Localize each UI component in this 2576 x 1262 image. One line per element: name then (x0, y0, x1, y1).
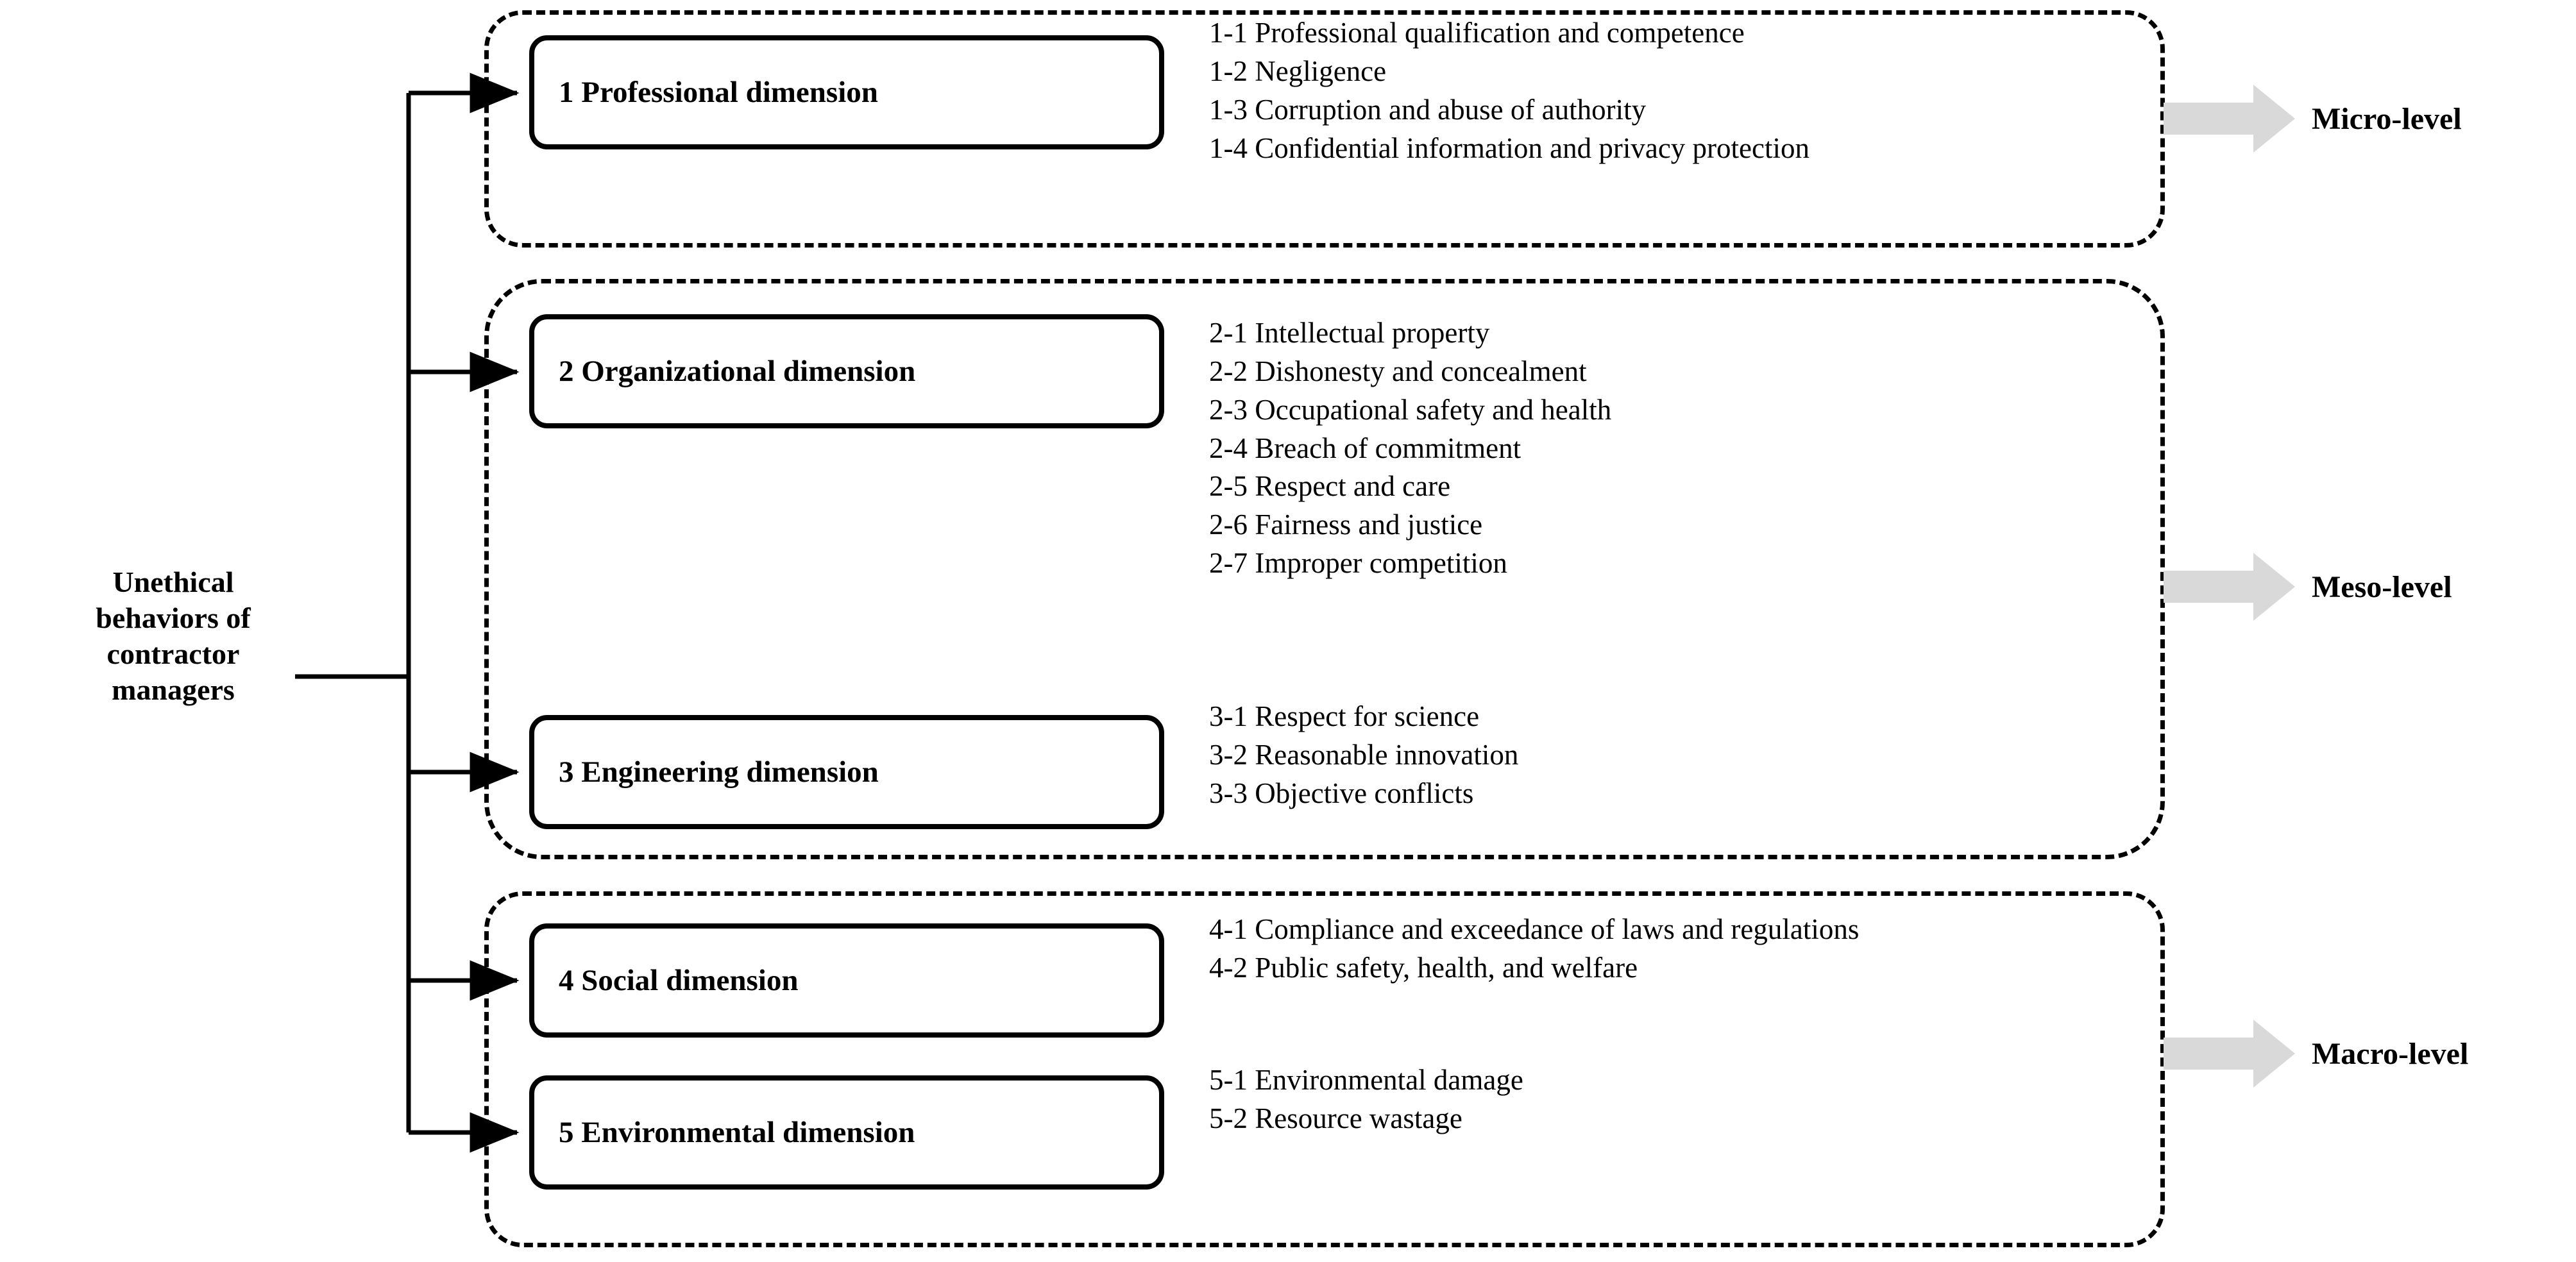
list-item: 2-7 Improper competition (1209, 547, 1507, 580)
list-item: 1-1 Professional qualification and compe… (1209, 17, 1745, 49)
dimension-box-3-label: 3 Engineering dimension (559, 755, 879, 789)
list-item: 5-2 Resource wastage (1209, 1102, 1462, 1134)
list-item: 1-2 Negligence (1209, 55, 1387, 87)
dimension-box-4-label: 4 Social dimension (559, 964, 799, 997)
dimension-box-5[interactable]: 5 Environmental dimension (529, 1075, 1164, 1190)
list-item: 2-6 Fairness and justice (1209, 509, 1483, 541)
list-item: 3-3 Objective conflicts (1209, 777, 1474, 809)
list-item: 5-1 Environmental damage (1209, 1064, 1523, 1096)
block-arrow-right-icon (2164, 553, 2295, 621)
list-item: 2-2 Dishonesty and concealment (1209, 355, 1587, 387)
root-line-4: managers (112, 673, 235, 707)
item-list-dimension-4: 4-1 Compliance and exceedance of laws an… (1209, 911, 1859, 988)
item-list-dimension-2: 2-1 Intellectual property 2-2 Dishonesty… (1209, 314, 1611, 583)
dimension-box-1-label: 1 Professional dimension (559, 76, 878, 109)
root-line-2: behaviors of (96, 602, 251, 635)
group-container-micro (484, 10, 2165, 248)
dimension-box-2-label: 2 Organizational dimension (559, 355, 916, 388)
list-item: 1-4 Confidential information and privacy… (1209, 131, 1809, 164)
level-label-micro: Micro-level (2312, 101, 2462, 136)
dimension-box-2[interactable]: 2 Organizational dimension (529, 314, 1164, 428)
group-container-meso (484, 279, 2165, 859)
level-label-macro: Macro-level (2312, 1036, 2469, 1071)
list-item: 3-1 Respect for science (1209, 700, 1480, 732)
dimension-box-3[interactable]: 3 Engineering dimension (529, 715, 1164, 829)
list-item: 4-1 Compliance and exceedance of laws an… (1209, 913, 1860, 945)
item-list-dimension-5: 5-1 Environmental damage 5-2 Resource wa… (1209, 1061, 1523, 1138)
list-item: 1-3 Corruption and abuse of authority (1209, 93, 1647, 126)
list-item: 2-3 Occupational safety and health (1209, 393, 1612, 426)
root-line-3: contractor (106, 637, 240, 671)
block-arrow-right-icon (2164, 1020, 2295, 1088)
list-item: 2-4 Breach of commitment (1209, 432, 1521, 464)
item-list-dimension-1: 1-1 Professional qualification and compe… (1209, 14, 1809, 167)
list-item: 3-2 Reasonable innovation (1209, 738, 1519, 771)
level-marker-meso: Meso-level (2164, 553, 2452, 621)
dimension-box-1[interactable]: 1 Professional dimension (529, 35, 1164, 149)
level-marker-micro: Micro-level (2164, 85, 2462, 153)
list-item: 2-5 Respect and care (1209, 470, 1451, 503)
block-arrow-right-icon (2164, 85, 2295, 153)
root-line-1: Unethical (112, 566, 234, 598)
dimension-box-4[interactable]: 4 Social dimension (529, 923, 1164, 1038)
list-item: 2-1 Intellectual property (1209, 317, 1490, 349)
level-marker-macro: Macro-level (2164, 1020, 2468, 1088)
list-item: 4-2 Public safety, health, and welfare (1209, 951, 1638, 984)
level-label-meso: Meso-level (2312, 569, 2452, 604)
dimension-box-5-label: 5 Environmental dimension (559, 1116, 915, 1149)
root-node-label: Unethical behaviors of contractor manage… (38, 564, 308, 708)
group-container-macro (484, 891, 2165, 1247)
item-list-dimension-3: 3-1 Respect for science 3-2 Reasonable i… (1209, 698, 1518, 813)
